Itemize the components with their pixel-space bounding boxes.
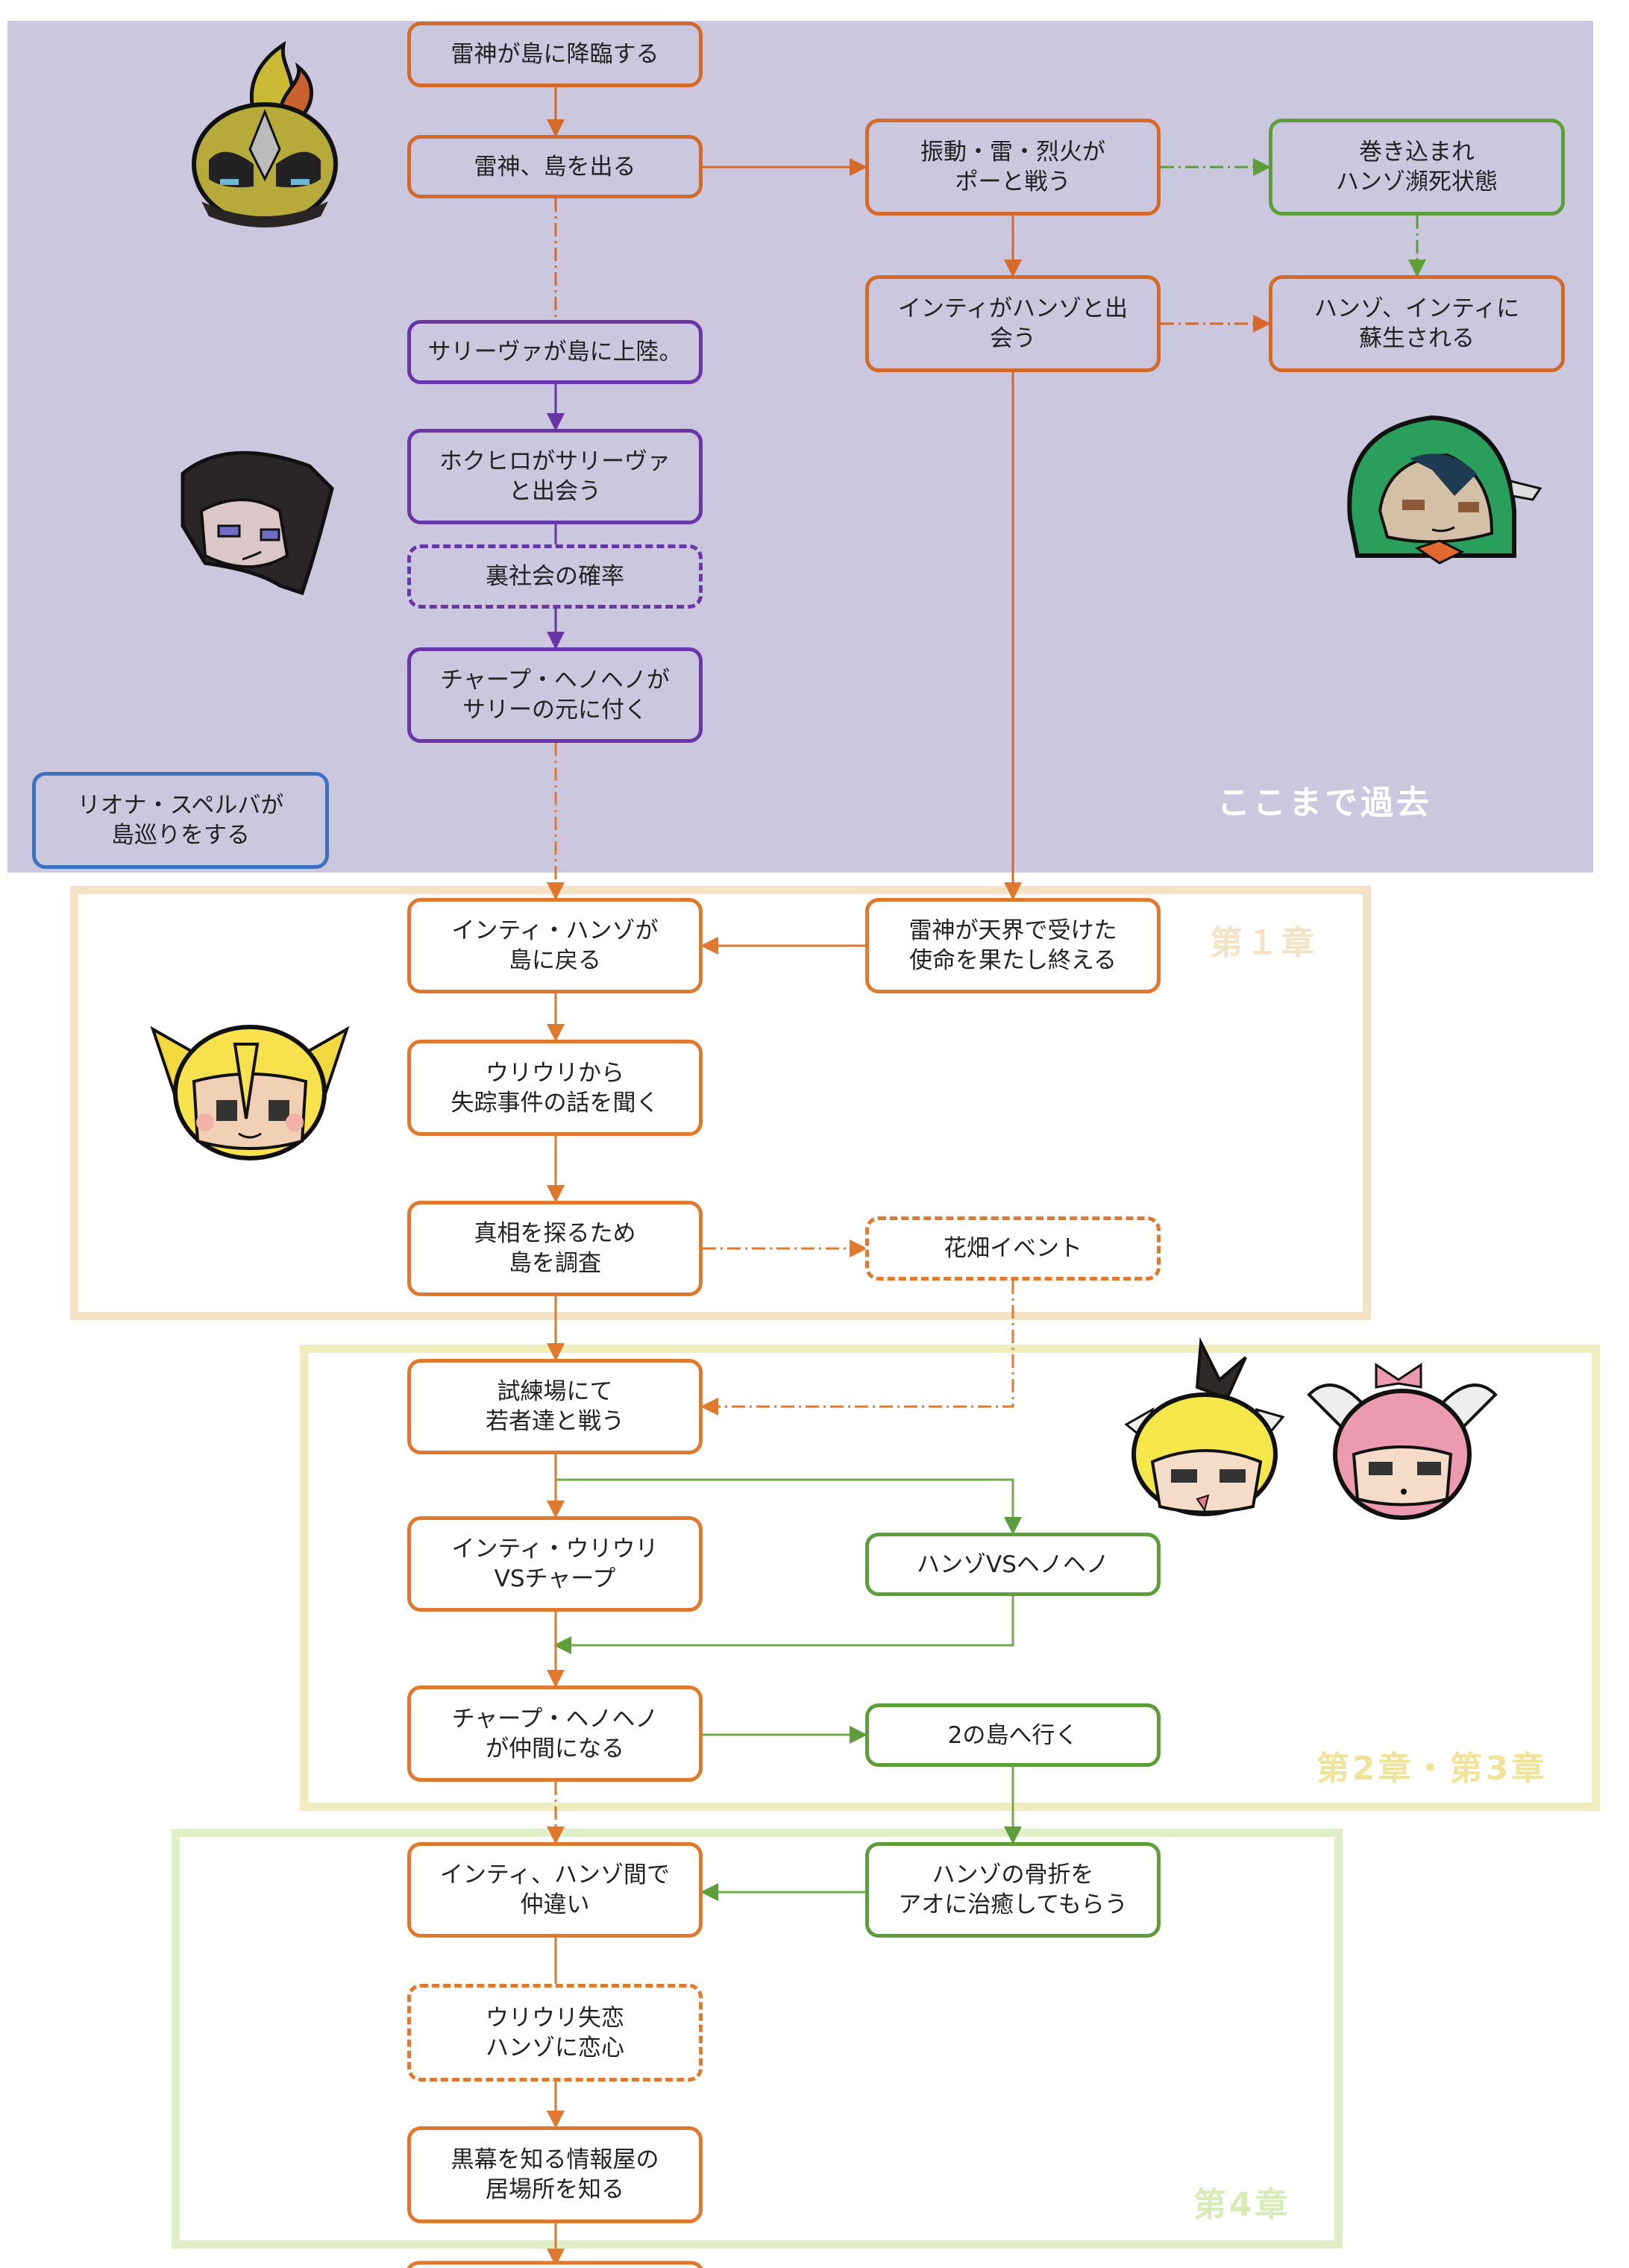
past-section-label: ここまで過去 bbox=[1217, 784, 1432, 822]
node-inti-hanzo-return: インティ・ハンゾが 島に戻る bbox=[407, 898, 703, 993]
armored-yellow-character-icon bbox=[192, 40, 338, 227]
node-hanzo-dying: 巻き込まれ ハンゾ瀕死状態 bbox=[1269, 119, 1565, 216]
next-node-partial bbox=[407, 2261, 703, 2268]
node-investigate: 真相を探るため 島を調査 bbox=[407, 1201, 703, 1296]
node-raijin-mission: 雷神が天界で受けた 使命を果たし終える bbox=[865, 898, 1161, 993]
node-inti-meets-hanzo: インティがハンゾと出 会う bbox=[865, 275, 1161, 372]
node-hanzo-revived: ハンゾ、インティに 蘇生される bbox=[1269, 275, 1565, 372]
node-go-island2: 2の島へ行く bbox=[865, 1703, 1161, 1767]
chapter4-frame bbox=[172, 1829, 1343, 2249]
chapter2-3-label: 第2章・第3章 bbox=[1316, 1750, 1548, 1788]
node-hokuhiro-meets: ホクヒロがサリーヴァ と出会う bbox=[407, 429, 703, 524]
blonde-winged-character-icon bbox=[150, 1025, 350, 1160]
node-raijin-leaves: 雷神、島を出る bbox=[407, 135, 703, 198]
green-hood-character-icon bbox=[1347, 415, 1542, 565]
node-underworld: 裏社会の確率 bbox=[407, 544, 703, 609]
chapter4-label: 第4章 bbox=[1193, 2186, 1291, 2224]
node-hear-disappearance: ウリウリから 失踪事件の話を聞く bbox=[407, 1040, 703, 1136]
node-chirp-joins-sari: チャープ・ヘノヘノが サリーの元に付く bbox=[407, 647, 703, 743]
node-chirp-allies: チャープ・ヘノヘノ が仲間になる bbox=[407, 1686, 703, 1782]
node-flower-event: 花畑イベント bbox=[865, 1216, 1161, 1281]
node-inti-hanzo-quarrel: インティ、ハンゾ間で 仲違い bbox=[407, 1842, 703, 1938]
node-raijin-descends: 雷神が島に降臨する bbox=[407, 22, 703, 87]
pink-hair-character-icon bbox=[1307, 1363, 1498, 1520]
node-hanzo-healed: ハンゾの骨折を アオに治癒してもらう bbox=[865, 1842, 1161, 1938]
node-hanzo-vs: ハンゾVSヘノヘノ bbox=[865, 1533, 1161, 1596]
node-uriuri-heartbreak: ウリウリ失恋 ハンゾに恋心 bbox=[407, 1984, 703, 2082]
node-find-informant: 黒幕を知る情報屋の 居場所を知る bbox=[407, 2126, 703, 2223]
dark-hair-character-icon bbox=[181, 450, 334, 596]
node-inti-uriuri-vs: インティ・ウリウリ VSチャープ bbox=[407, 1516, 703, 1612]
node-riona-tour: リオナ・スペルバが 島巡りをする bbox=[32, 772, 329, 869]
node-sariva-lands: サリーヴァが島に上陸。 bbox=[407, 320, 703, 384]
chapter1-label: 第１章 bbox=[1210, 924, 1317, 962]
blonde-ribbon-character-icon bbox=[1124, 1336, 1285, 1516]
node-trial-fight: 試練場にて 若者達と戦う bbox=[407, 1359, 703, 1454]
node-fight-po: 振動・雷・烈火が ポーと戦う bbox=[865, 119, 1161, 216]
